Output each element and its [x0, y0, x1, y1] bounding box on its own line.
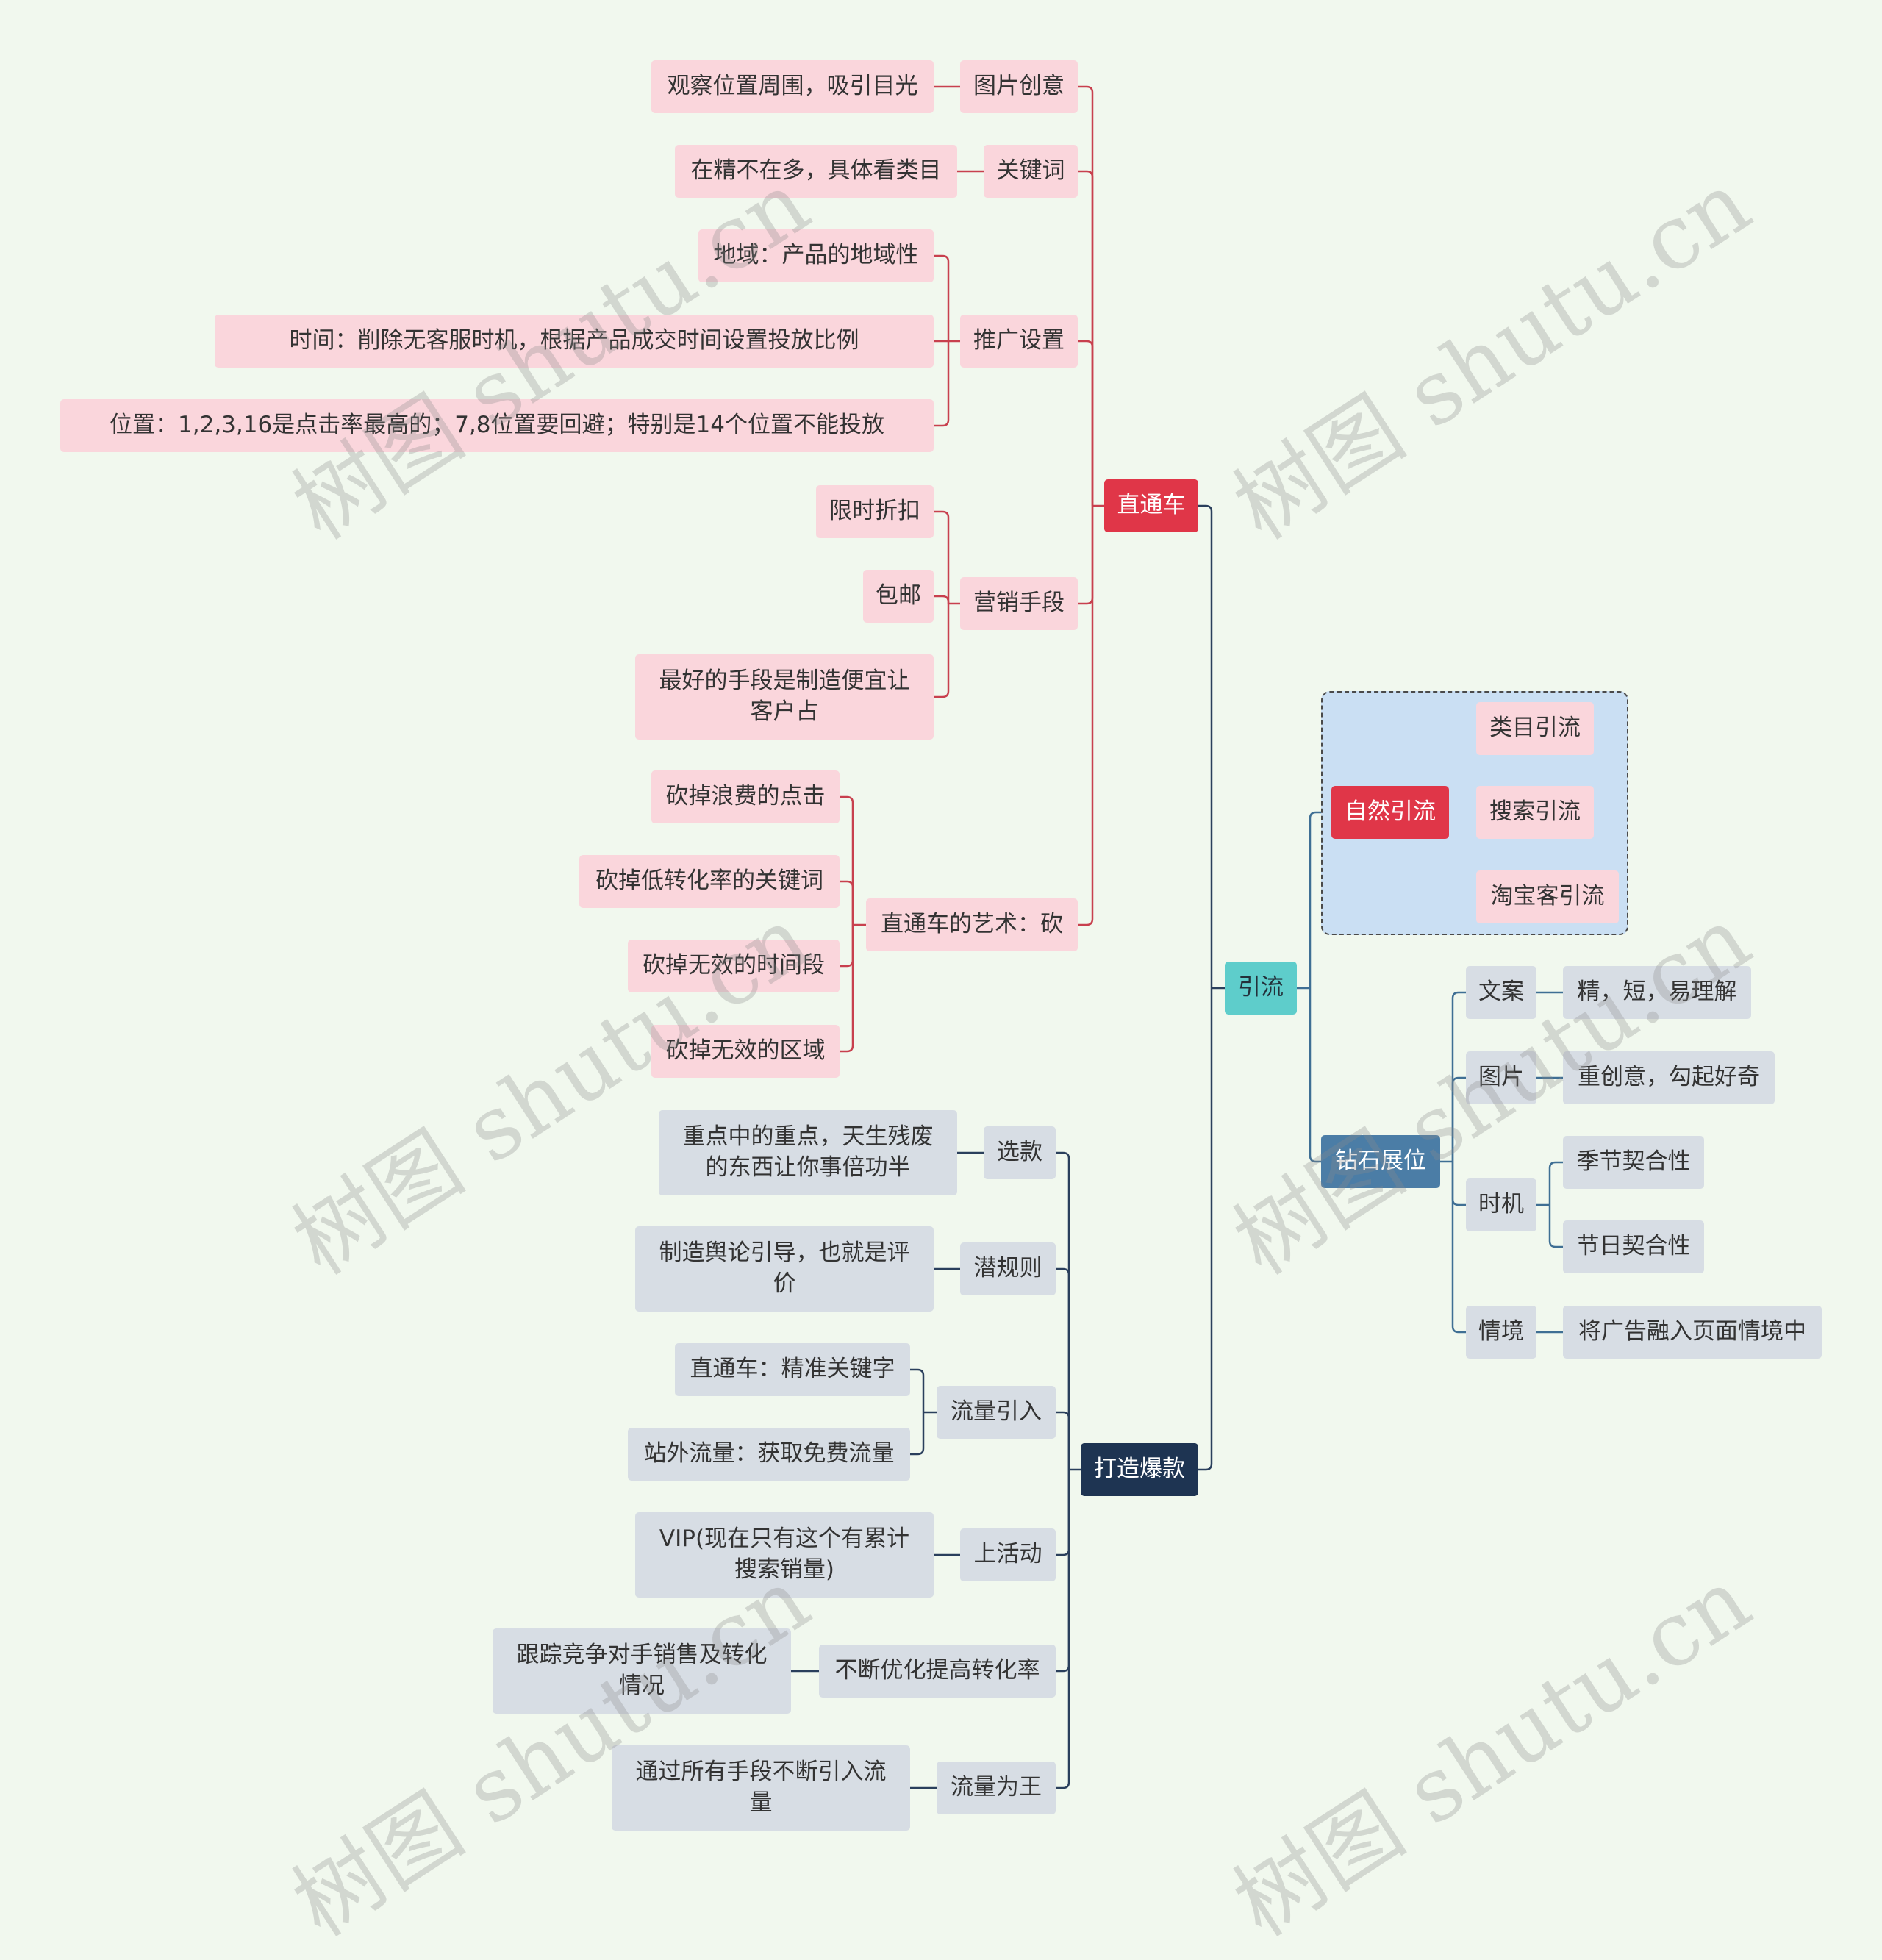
leaf-all-means-traffic[interactable]: 通过所有手段不断引入流量: [612, 1745, 910, 1831]
leaf-ad-in-context[interactable]: 将广告融入页面情境中: [1563, 1306, 1822, 1359]
subtopic-optimize-conversion[interactable]: 不断优化提高转化率: [819, 1645, 1056, 1698]
connector-lines: [791, 85, 1563, 1789]
ztc-set-edge: [934, 254, 950, 341]
ztc-mkt-edge: [934, 604, 950, 698]
dia-edge: [1451, 1076, 1466, 1162]
branch-diamond-booth[interactable]: 钻石展位: [1321, 1135, 1440, 1188]
dia-edge: [1451, 1162, 1466, 1334]
bk-traffic-edge: [910, 1412, 925, 1456]
leaf-holiday-fit[interactable]: 节日契合性: [1563, 1220, 1704, 1273]
leaf-offsite-traffic[interactable]: 站外流量：获取免费流量: [628, 1428, 910, 1481]
subtopic-timing[interactable]: 时机: [1466, 1178, 1536, 1231]
subtopic-marketing-means[interactable]: 营销手段: [960, 577, 1078, 630]
leaf-creative-curious[interactable]: 重创意，勾起好奇: [1563, 1051, 1775, 1104]
leaf-cut-invalid-region[interactable]: 砍掉无效的区域: [651, 1025, 840, 1078]
leaf-observe-position[interactable]: 观察位置周围，吸引目光: [651, 60, 934, 113]
bk-edge: [1056, 1267, 1070, 1470]
ztc-mkt-edge: [934, 595, 950, 604]
ztc-set-edge: [934, 341, 950, 427]
leaf-vip[interactable]: VIP(现在只有这个有累计搜索销量): [635, 1512, 934, 1598]
leaf-category-traffic[interactable]: 类目引流: [1476, 702, 1594, 755]
root-right-edge: [1309, 811, 1331, 988]
leaf-region[interactable]: 地域：产品的地域性: [698, 229, 934, 282]
subtopic-hidden-rules[interactable]: 潜规则: [960, 1242, 1056, 1295]
dia-edge: [1451, 991, 1466, 1162]
leaf-taobaoke-traffic[interactable]: 淘宝客引流: [1476, 870, 1619, 923]
ztc-cut-edge: [840, 880, 854, 925]
bk-edge: [1056, 1470, 1070, 1556]
leaf-limited-discount[interactable]: 限时折扣: [816, 485, 934, 538]
subtopic-context[interactable]: 情境: [1466, 1306, 1536, 1359]
leaf-search-traffic[interactable]: 搜索引流: [1476, 786, 1594, 839]
branch-baokuan[interactable]: 打造爆款: [1081, 1443, 1198, 1496]
leaf-concise[interactable]: 精，短，易理解: [1563, 966, 1751, 1019]
ztc-edge: [1078, 506, 1094, 605]
leaf-quality-over-quantity[interactable]: 在精不在多，具体看类目: [675, 145, 957, 198]
subtopic-keywords[interactable]: 关键词: [984, 145, 1078, 198]
leaf-season-fit[interactable]: 季节契合性: [1563, 1136, 1704, 1189]
subtopic-image-creative[interactable]: 图片创意: [960, 60, 1078, 113]
leaf-key-of-keys[interactable]: 重点中的重点，天生残废的东西让你事倍功半: [659, 1110, 957, 1195]
ztc-edge: [1078, 85, 1094, 506]
leaf-create-opinion[interactable]: 制造舆论引导，也就是评价: [635, 1226, 934, 1312]
root-left-edge: [1198, 504, 1213, 988]
subtopic-art-of-cutting[interactable]: 直通车的艺术：砍: [866, 898, 1078, 951]
bk-edge: [1056, 1470, 1070, 1789]
leaf-cut-low-conversion[interactable]: 砍掉低转化率的关键词: [579, 855, 840, 908]
ztc-edge: [1078, 340, 1094, 506]
ztc-cut-edge: [840, 925, 854, 968]
leaf-position[interactable]: 位置：1,2,3,16是点击率最高的；7,8位置要回避；特别是14个位置不能投放: [60, 399, 934, 452]
subtopic-traffic-is-king[interactable]: 流量为王: [937, 1762, 1056, 1814]
branch-zhitongche[interactable]: 直通车: [1104, 479, 1198, 532]
ztc-edge: [1078, 170, 1094, 506]
subtopic-picture[interactable]: 图片: [1466, 1051, 1536, 1104]
dia-edge: [1451, 1162, 1466, 1206]
subtopic-traffic-import[interactable]: 流量引入: [937, 1386, 1056, 1439]
subtopic-join-activities[interactable]: 上活动: [960, 1528, 1056, 1581]
subtopic-product-selection[interactable]: 选款: [984, 1126, 1056, 1179]
bk-traffic-edge: [910, 1368, 925, 1412]
ztc-cut-edge: [840, 925, 854, 1053]
leaf-zhitongche-keywords[interactable]: 直通车：精准关键字: [675, 1343, 910, 1396]
ztc-mkt-edge: [934, 510, 950, 604]
leaf-best-means[interactable]: 最好的手段是制造便宜让客户占: [635, 654, 934, 740]
leaf-time[interactable]: 时间：削除无客服时机，根据产品成交时间设置投放比例: [215, 315, 934, 368]
leaf-cut-invalid-time[interactable]: 砍掉无效的时间段: [628, 940, 840, 992]
leaf-free-shipping[interactable]: 包邮: [863, 570, 934, 623]
branch-natural-traffic[interactable]: 自然引流: [1331, 786, 1449, 839]
bk-edge: [1056, 1411, 1070, 1470]
leaf-cut-wasted-clicks[interactable]: 砍掉浪费的点击: [651, 770, 840, 823]
dia-time-edge: [1548, 1205, 1563, 1248]
root-topic[interactable]: 引流: [1225, 962, 1297, 1015]
subtopic-copywriting[interactable]: 文案: [1466, 966, 1536, 1019]
ztc-edge: [1078, 506, 1094, 926]
dia-time-edge: [1548, 1161, 1563, 1205]
leaf-track-competitors[interactable]: 跟踪竞争对手销售及转化情况: [493, 1628, 791, 1714]
mindmap-canvas: 引流 直通车 打造爆款 自然引流 钻石展位 图片创意 关键词 推广设置 营销手段…: [60, 60, 1822, 1956]
subtopic-promotion-settings[interactable]: 推广设置: [960, 315, 1078, 368]
bk-edge: [1056, 1470, 1070, 1673]
root-left-edge: [1198, 988, 1213, 1471]
ztc-cut-edge: [840, 795, 854, 925]
root-right-edge: [1309, 988, 1331, 1163]
bk-edge: [1056, 1151, 1070, 1470]
